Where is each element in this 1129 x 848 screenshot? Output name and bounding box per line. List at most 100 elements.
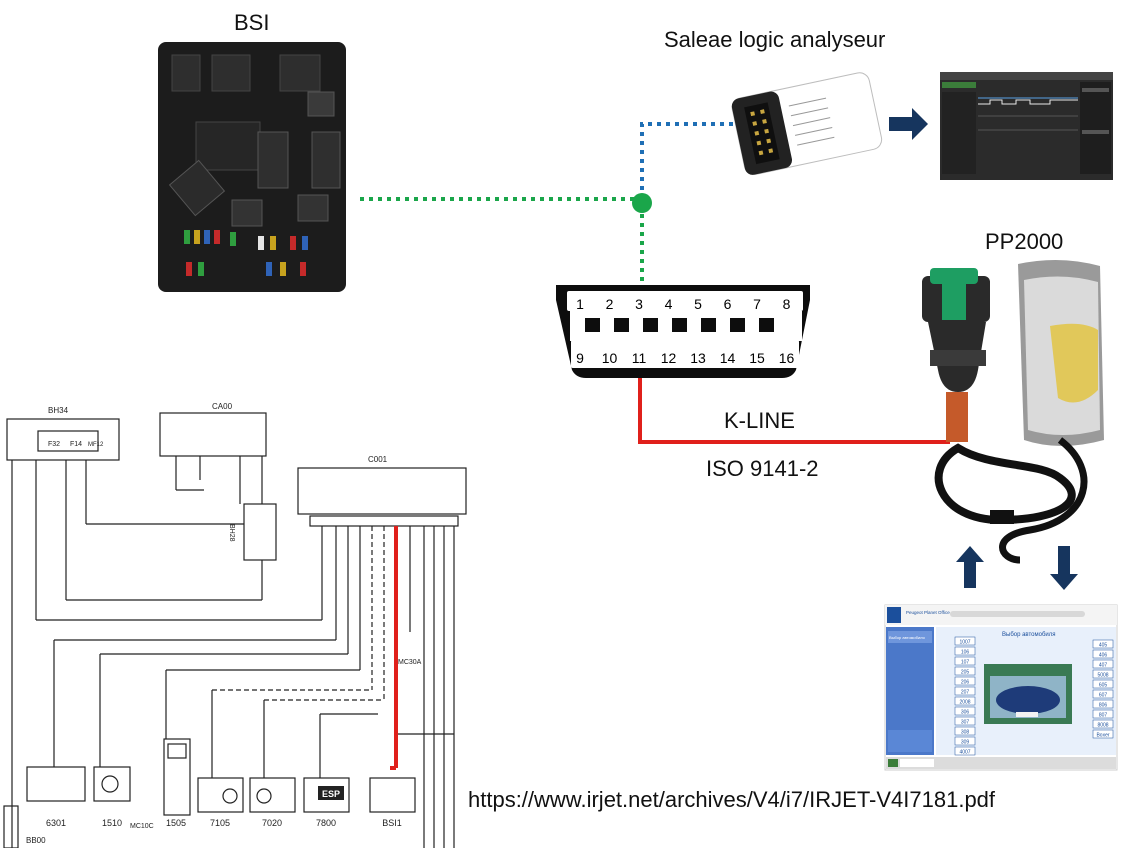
schematic-bh28: BH28 [228, 524, 235, 542]
saleae-label: Saleae logic analyseur [664, 27, 886, 52]
obd-pin-5: 5 [694, 296, 702, 312]
schematic-c001: C001 [368, 455, 388, 464]
obd-pin-14: 14 [720, 350, 736, 366]
model-label-5008: 5008 [1097, 673, 1108, 679]
obd-pin-4: 4 [665, 296, 673, 312]
model-tile [1092, 689, 1114, 699]
obd-pin-15: 15 [749, 350, 765, 366]
model-tile [954, 656, 976, 666]
junction-dot [632, 193, 652, 213]
bsi-module-image [158, 42, 346, 292]
model-tile [954, 726, 976, 736]
obd-pin-8: 8 [783, 296, 791, 312]
kline-label: K-LINE [724, 408, 795, 433]
model-tile [954, 676, 976, 686]
schematic-component-BSI1: BSI1 [382, 818, 402, 828]
saleae-blue-dotted-line [640, 122, 745, 199]
model-tile [1092, 699, 1114, 709]
model-label-307: 307 [961, 720, 970, 726]
model-tile [954, 716, 976, 726]
schematic-fuse-2: F14 [70, 441, 82, 448]
schematic-bb00: BB00 [26, 836, 46, 845]
iso-label: ISO 9141-2 [706, 456, 819, 481]
model-label-107: 107 [961, 660, 970, 666]
model-label-207: 207 [961, 690, 970, 696]
schematic-component-1510: 1510 [102, 818, 122, 828]
model-tile [954, 696, 976, 706]
esp-box [318, 786, 344, 800]
pp2000-device-image [922, 259, 1104, 564]
schematic-component-7020: 7020 [262, 818, 282, 828]
planet-office-title: Peugeot Planet Office [906, 610, 950, 615]
planet-office-left-button: Выбор автомобиля [889, 635, 925, 640]
source-url: https://www.irjet.net/archives/V4/i7/IRJ… [468, 787, 996, 812]
arrow-up-icon [956, 546, 984, 588]
model-label-308: 308 [961, 730, 970, 736]
obd-pin-2: 2 [606, 296, 614, 312]
pp2000-label: PP2000 [985, 229, 1064, 254]
saleae-device-image [731, 72, 883, 175]
obd-pin-7: 7 [753, 296, 761, 312]
model-tile [954, 666, 976, 676]
model-tile [954, 706, 976, 716]
model-tile [1092, 729, 1114, 739]
schematic-component-7105: 7105 [210, 818, 230, 828]
model-tile [954, 686, 976, 696]
kline-red-line [638, 362, 950, 444]
model-label-4007: 4007 [959, 750, 970, 756]
logic-software-screenshot [940, 72, 1113, 180]
obd-pin-11: 11 [632, 350, 647, 366]
model-tile [1092, 709, 1114, 719]
obd-pin-6: 6 [724, 296, 732, 312]
wiring-schematic [3, 412, 467, 848]
model-label-605: 605 [1099, 683, 1108, 689]
schematic-mc30a: MC30A [398, 659, 422, 666]
model-tile [1092, 669, 1114, 679]
arrow-down-icon [1050, 546, 1078, 590]
bsi-label: BSI [234, 10, 270, 35]
model-tile [954, 746, 976, 756]
model-tile [1092, 649, 1114, 659]
schematic-mc10c: MC10C [130, 823, 154, 830]
model-tile [954, 646, 976, 656]
schematic-component-6301: 6301 [46, 818, 66, 828]
model-tile [1092, 639, 1114, 649]
model-label-205: 205 [961, 670, 970, 676]
esp-text: ESP [322, 789, 340, 799]
schematic-bh34: BH34 [48, 406, 69, 415]
obd-pin-10: 10 [602, 350, 618, 366]
model-tile [1092, 679, 1114, 689]
schematic-ca00: CA00 [212, 402, 233, 411]
model-label-1007: 1007 [959, 640, 970, 646]
arrow-right-icon [889, 108, 928, 140]
model-label-Boxer: Boxer [1096, 733, 1109, 739]
model-tile [1092, 659, 1114, 669]
planet-office-heading: Выбор автомобиля [1002, 632, 1056, 638]
schematic-component-7800: 7800 [316, 818, 336, 828]
obd-pin-3: 3 [635, 296, 643, 312]
model-label-106: 106 [961, 650, 970, 656]
model-label-2008: 2008 [959, 700, 970, 706]
planet-office-screenshot [884, 604, 1118, 771]
schematic-component-1505: 1505 [166, 818, 186, 828]
model-label-807: 807 [1099, 713, 1108, 719]
model-label-306: 306 [961, 710, 970, 716]
schematic-fuse-1: F32 [48, 441, 60, 448]
model-label-407: 407 [1099, 663, 1108, 669]
obd-pin-16: 16 [779, 350, 795, 366]
model-label-406: 406 [1099, 653, 1108, 659]
obd-pin-9: 9 [576, 350, 584, 366]
model-tile [954, 636, 976, 646]
model-label-405: 405 [1099, 643, 1108, 649]
model-label-607: 607 [1099, 693, 1108, 699]
model-label-806: 806 [1099, 703, 1108, 709]
obd-pin-13: 13 [690, 350, 706, 366]
model-tile [1092, 719, 1114, 729]
model-tile [954, 736, 976, 746]
obd-connector [556, 285, 810, 378]
obd-pin-12: 12 [661, 350, 677, 366]
obd-pin-1: 1 [576, 296, 584, 312]
schematic-fuse-3: MF12 [88, 442, 104, 448]
model-label-8008: 8008 [1097, 723, 1108, 729]
